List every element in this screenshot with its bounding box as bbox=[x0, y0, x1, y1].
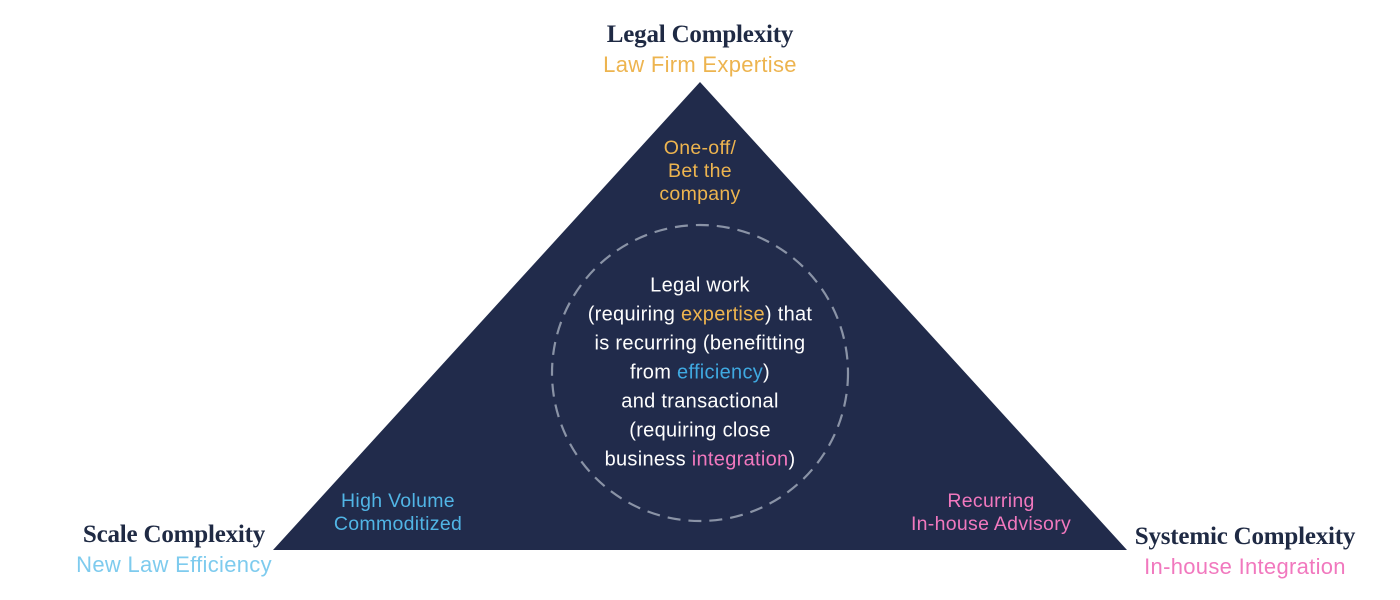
caption-keyword-integration: integration bbox=[691, 448, 789, 471]
caption-text: (requiring close bbox=[629, 419, 771, 442]
circle-caption-line: is recurring (benefitting bbox=[550, 330, 850, 359]
caption-text: and transactional bbox=[621, 390, 779, 413]
inner-label-line: One-off/ bbox=[663, 137, 737, 159]
corner-subtitle-new-law-efficiency: New Law Efficiency bbox=[76, 552, 272, 577]
corner-label-bottom-right: Systemic Complexity In-house Integration bbox=[1134, 523, 1356, 580]
caption-text: ) bbox=[763, 361, 771, 384]
caption-keyword-expertise: expertise bbox=[681, 303, 765, 326]
inner-label-line: Bet the bbox=[668, 160, 732, 182]
circle-caption-line: business integration) bbox=[550, 446, 850, 475]
inner-label-line: Recurring bbox=[947, 490, 1035, 512]
dashed-circle bbox=[550, 223, 850, 523]
triangle-shape bbox=[273, 82, 1127, 550]
corner-label-bottom-left: Scale Complexity New Law Efficiency bbox=[76, 521, 272, 578]
corner-title-scale-complexity: Scale Complexity bbox=[82, 521, 266, 548]
circle-caption-line: (requiring expertise) that bbox=[550, 301, 850, 330]
circle-caption: Legal work (requiring expertise) that is… bbox=[550, 272, 850, 475]
inner-label-line: High Volume bbox=[341, 490, 455, 512]
inner-label-recurring-in-house-advisory: Recurring In-house Advisory bbox=[911, 490, 1071, 536]
caption-keyword-efficiency: efficiency bbox=[677, 361, 764, 384]
corner-subtitle-law-firm-expertise: Law Firm Expertise bbox=[603, 52, 797, 77]
corner-label-top: Legal Complexity Law Firm Expertise bbox=[603, 21, 797, 78]
inner-label-line: company bbox=[659, 183, 741, 205]
inner-label-one-off-bet-the-company: One-off/ Bet the company bbox=[659, 137, 740, 206]
caption-text: ) that bbox=[764, 303, 813, 326]
caption-text: from bbox=[629, 361, 678, 384]
inner-label-line: Commoditized bbox=[333, 513, 463, 535]
corner-subtitle-in-house-integration: In-house Integration bbox=[1144, 554, 1346, 579]
corner-title-legal-complexity: Legal Complexity bbox=[606, 21, 794, 48]
circle-caption-line: (requiring close bbox=[550, 417, 850, 446]
caption-text: ) bbox=[788, 448, 796, 471]
caption-text: is recurring (benefitting bbox=[594, 332, 806, 355]
caption-text: (requiring bbox=[587, 303, 682, 326]
inner-label-line: In-house Advisory bbox=[910, 513, 1072, 535]
circle-caption-line: from efficiency) bbox=[550, 359, 850, 388]
circle-caption-line: Legal work bbox=[550, 272, 850, 301]
corner-title-systemic-complexity: Systemic Complexity bbox=[1134, 523, 1356, 550]
circle-caption-line: and transactional bbox=[550, 388, 850, 417]
inner-label-high-volume-commoditized: High Volume Commoditized bbox=[334, 490, 462, 536]
caption-text: business bbox=[604, 448, 692, 471]
caption-text: Legal work bbox=[650, 274, 750, 297]
